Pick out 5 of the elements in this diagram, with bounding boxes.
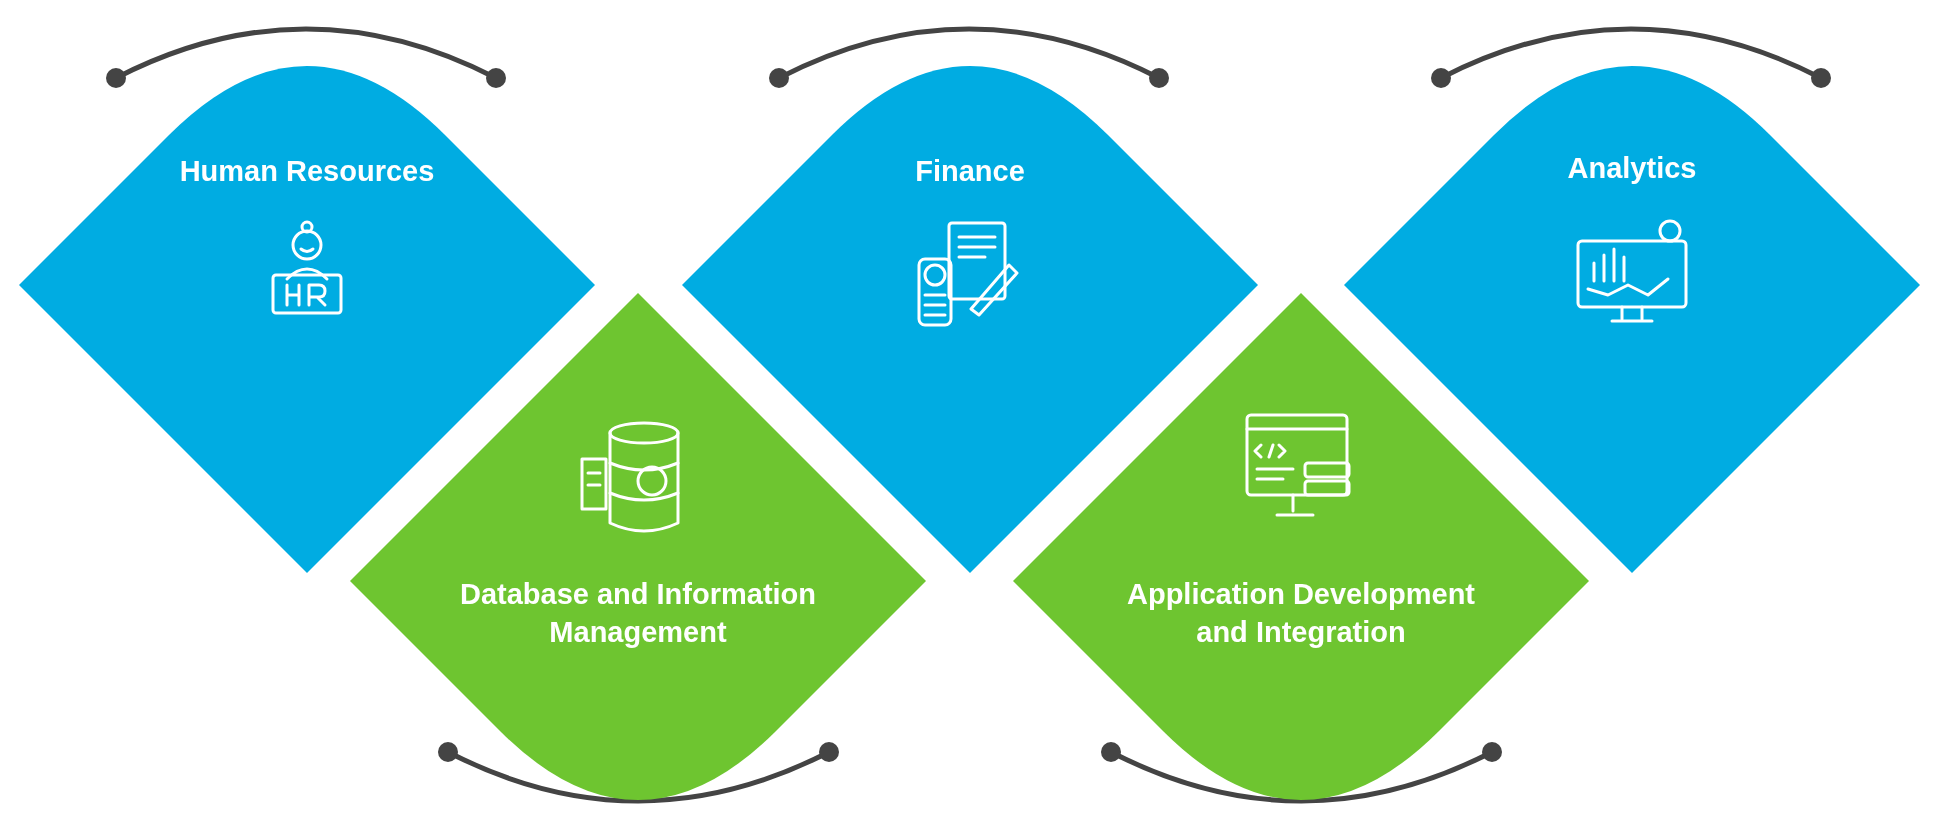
category-title: Database and Information Management <box>458 577 818 650</box>
category-title: Analytics <box>1566 151 1698 186</box>
category-title: Finance <box>914 154 1026 189</box>
category-title: Application Development and Integration <box>1125 577 1476 650</box>
category-title: Human Resources <box>178 154 436 189</box>
